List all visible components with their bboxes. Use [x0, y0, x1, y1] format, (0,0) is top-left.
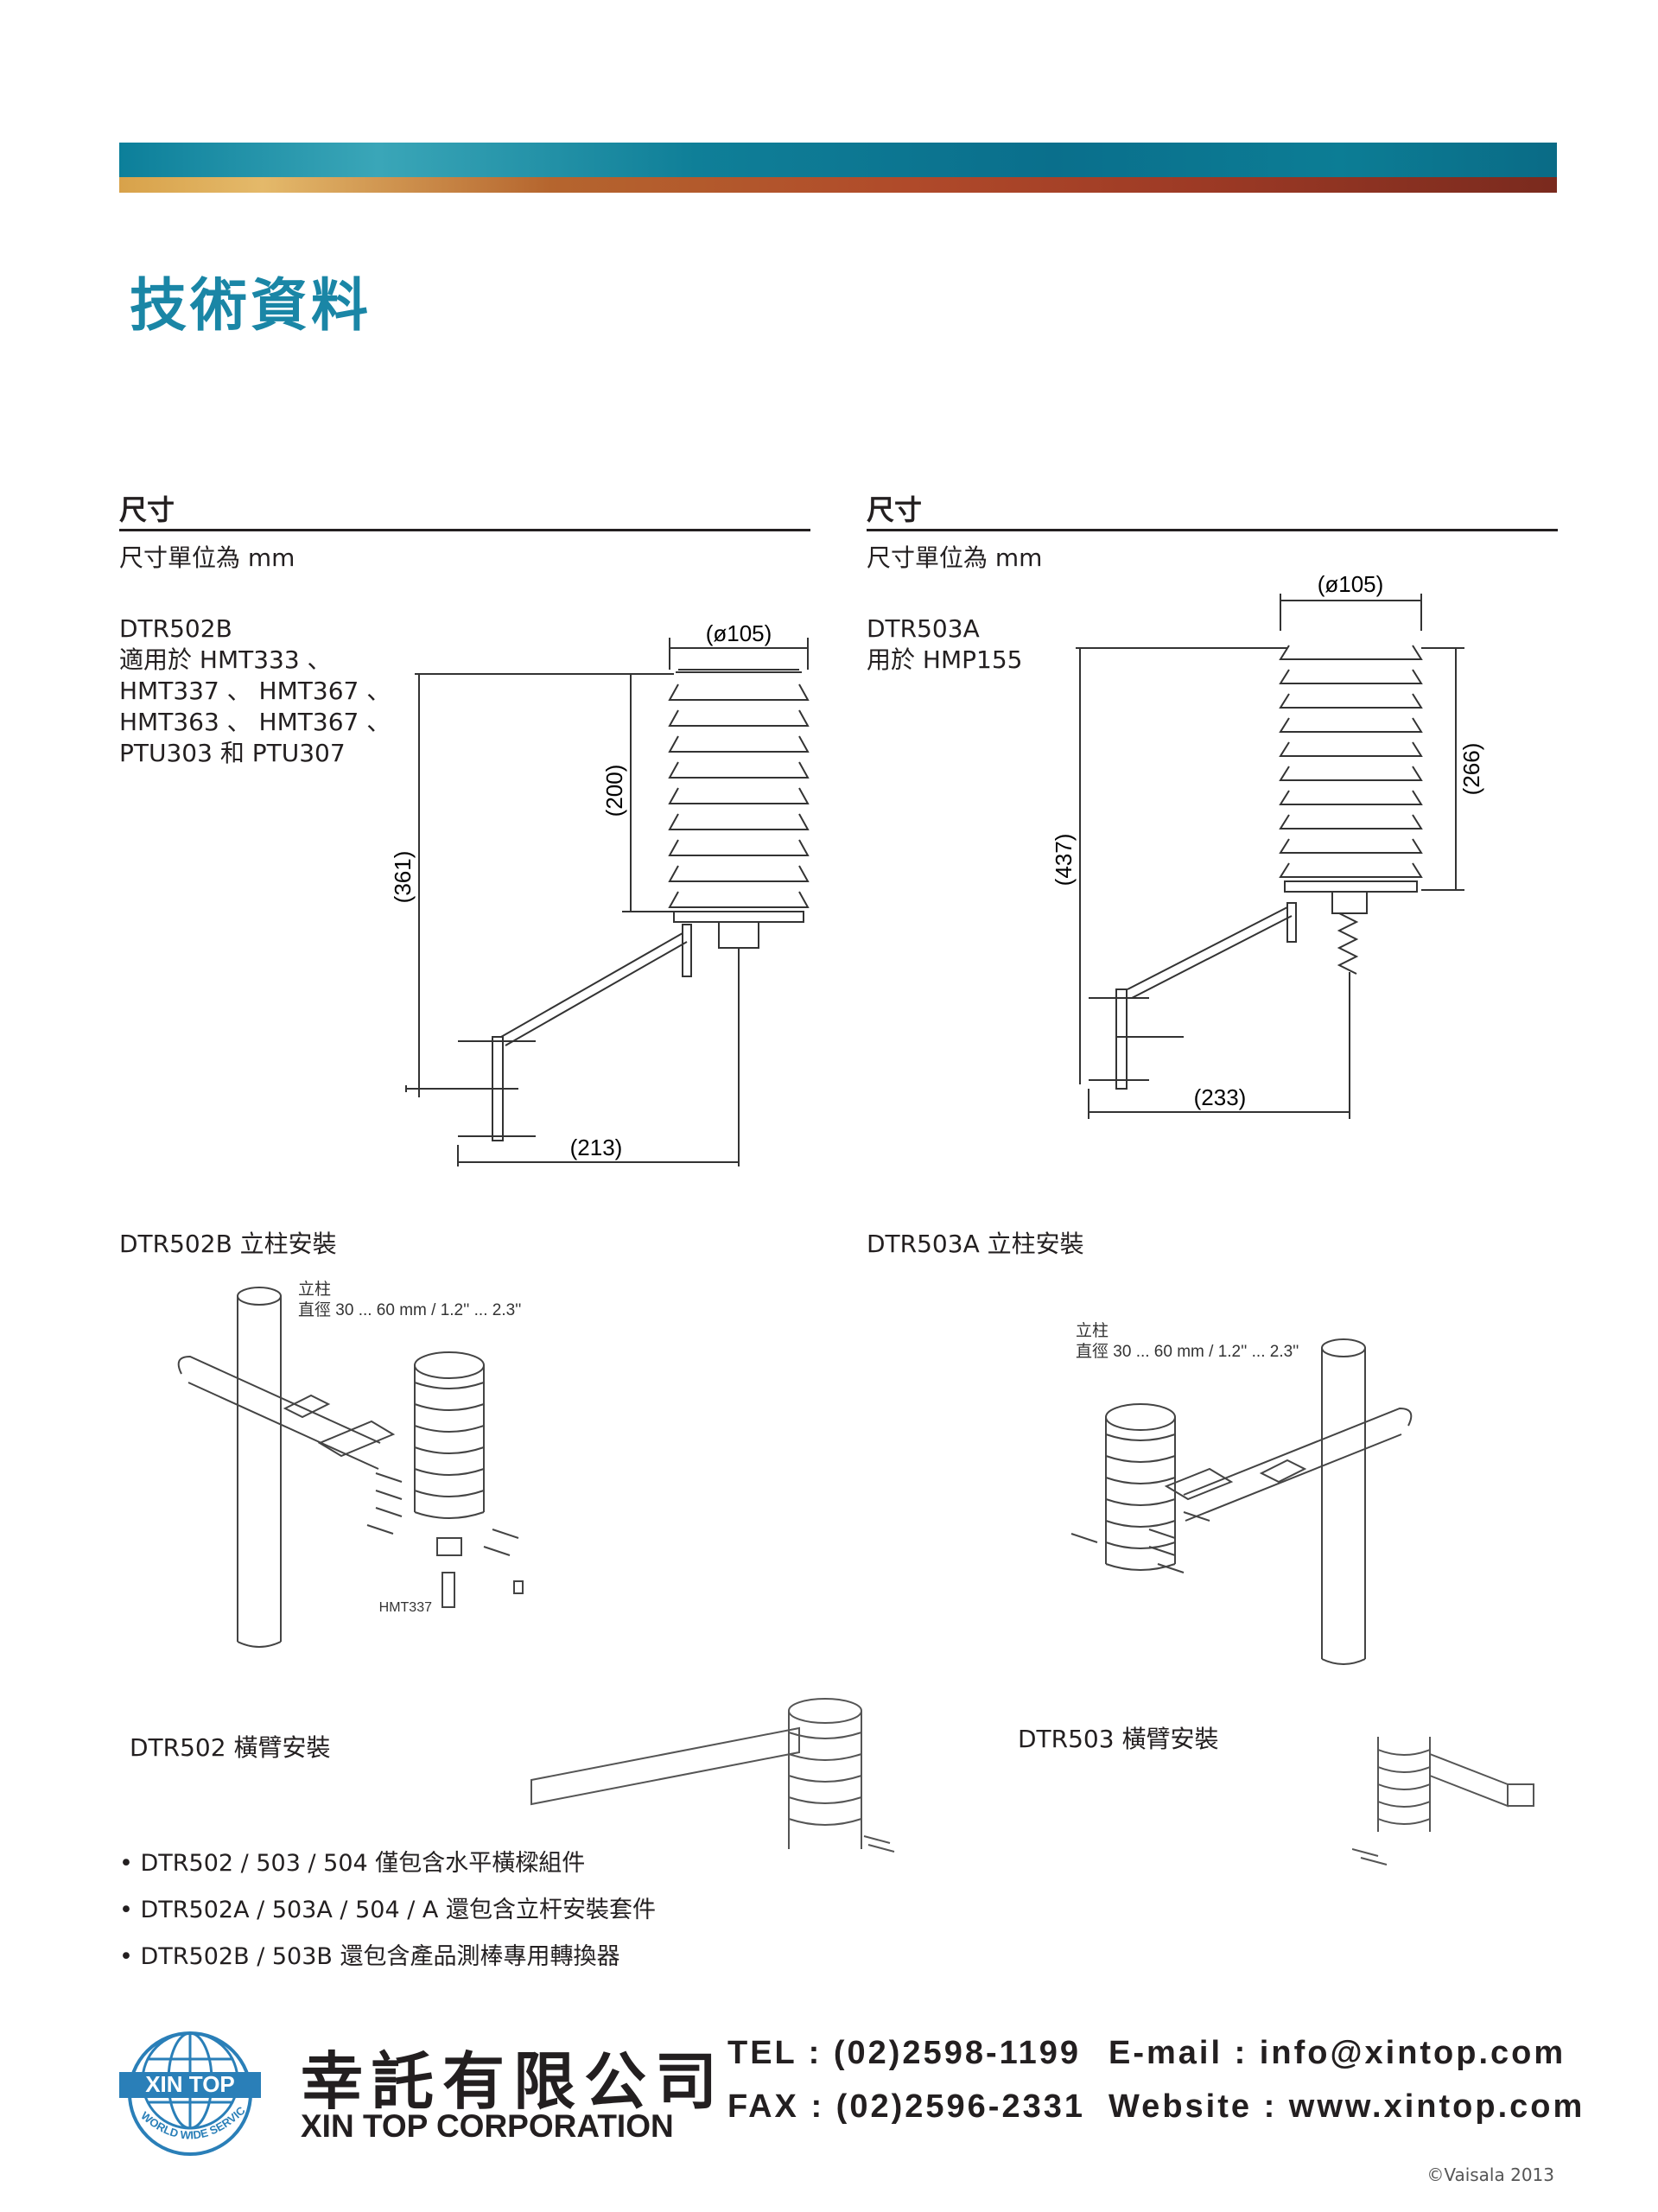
left-model-line: DTR502B: [119, 614, 232, 643]
right-pole-label: 立柱: [1076, 1321, 1109, 1340]
right-model-line: 用於 HMP155: [867, 645, 1023, 674]
left-model-line: HMT363 、 HMT367 、: [119, 708, 391, 736]
feature-bullet-list: DTR502 / 503 / 504 僅包含水平橫樑組件 DTR502A / 5…: [119, 1840, 656, 1980]
left-model-line: HMT337 、 HMT367 、: [119, 677, 391, 705]
right-pole-mount-drawing: 立柱 直徑 30 ... 60 mm / 1.2'' ... 2.3'': [1070, 1321, 1413, 1665]
left-units: 尺寸單位為 mm: [119, 543, 295, 572]
left-dim-arm: (213): [570, 1135, 623, 1160]
banner-blue-strip: [119, 143, 1557, 177]
left-arm-mount-drawing: [530, 1698, 895, 1853]
right-section-rule: [867, 529, 1558, 531]
left-arm-caption: DTR502 橫臂安裝: [130, 1733, 331, 1762]
bullet-item: DTR502A / 503A / 504 / A 還包含立杆安裝套件: [119, 1887, 656, 1934]
banner-orange-strip: [119, 177, 1557, 193]
header-banner: [119, 143, 1557, 193]
left-dim-total-height: (361): [390, 851, 416, 904]
logo-text: XIN TOP: [145, 2071, 235, 2097]
left-section-rule: [119, 529, 810, 531]
right-dim-diameter: (ø105): [1318, 571, 1384, 597]
right-model-line: DTR503A: [867, 614, 980, 643]
left-model-line: PTU303 和 PTU307: [119, 739, 346, 767]
left-pole-caption: DTR502B 立柱安裝: [119, 1230, 337, 1258]
right-dim-shield-height: (266): [1458, 743, 1484, 796]
left-model-line: 適用於 HMT333 、: [119, 645, 332, 674]
left-section-title: 尺寸: [119, 493, 175, 526]
contact-tel: TEL : (02)2598-1199: [727, 2035, 1082, 2071]
right-dim-arm: (233): [1194, 1084, 1247, 1110]
right-dimension-drawing: (ø105) (437) (266) (233): [1054, 571, 1484, 1119]
right-arm-caption: DTR503 橫臂安裝: [1018, 1725, 1219, 1753]
right-model-text: DTR503A 用於 HMP155: [867, 613, 1022, 676]
copyright-text: ©Vaisala 2013: [1426, 2164, 1554, 2185]
right-pole-diameter: 直徑 30 ... 60 mm / 1.2'' ... 2.3'': [1076, 1342, 1299, 1361]
left-pole-mount-drawing: 立柱 直徑 30 ... 60 mm / 1.2'' ... 2.3'' HMT…: [177, 1280, 524, 1648]
left-radiation-shield: [414, 1351, 485, 1519]
left-dim-diameter: (ø105): [706, 620, 772, 646]
left-probe-label: HMT337: [379, 1600, 432, 1615]
left-model-text: DTR502B 適用於 HMT333 、 HMT337 、 HMT367 、 H…: [119, 613, 391, 769]
left-pole-label: 立柱: [298, 1280, 331, 1299]
company-logo: XIN TOP WORLD WIDE SERVICE: [112, 2029, 261, 2156]
right-units: 尺寸單位為 mm: [867, 543, 1043, 572]
right-pole-caption: DTR503A 立柱安裝: [867, 1230, 1084, 1258]
right-radiation-shield: [1105, 1403, 1176, 1571]
company-name-en: XIN TOP CORPORATION: [301, 2108, 674, 2144]
right-shield-plates: [1279, 645, 1423, 893]
bullet-item: DTR502B / 503B 還包含產品測棒專用轉換器: [119, 1934, 656, 1980]
right-section-title: 尺寸: [867, 493, 923, 526]
contact-fax: FAX : (02)2596-2331: [727, 2088, 1085, 2125]
left-pole-diameter: 直徑 30 ... 60 mm / 1.2'' ... 2.3'': [298, 1300, 521, 1319]
company-name-cn: 幸託有限公司: [301, 2045, 727, 2118]
left-dim-shield-height: (200): [601, 765, 627, 817]
left-dimension-drawing: (ø105) (361) (200) (213): [390, 620, 810, 1166]
right-dim-total-height: (437): [1054, 834, 1077, 887]
contact-email[interactable]: E-mail : info@xintop.com: [1109, 2035, 1566, 2071]
contact-website[interactable]: Website : www.xintop.com: [1109, 2088, 1585, 2125]
page-title: 技術資料: [130, 272, 372, 339]
left-shield-plates: [668, 683, 810, 923]
right-arm-mount-drawing: [1352, 1737, 1534, 1866]
bullet-item: DTR502 / 503 / 504 僅包含水平橫樑組件: [119, 1840, 656, 1887]
